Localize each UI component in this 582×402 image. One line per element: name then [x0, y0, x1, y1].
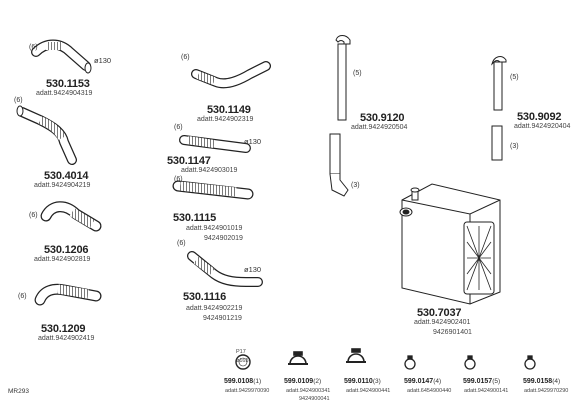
quantity-label: (6): [174, 124, 183, 131]
pipe-530-4014[interactable]: [16, 105, 77, 165]
part-reference: adatt.9424902419: [38, 335, 95, 342]
clamp-599-0108[interactable]: [235, 354, 251, 370]
clamp-part-number: 599.0157(5): [463, 378, 501, 385]
part-reference: adatt.9424901019: [186, 225, 243, 232]
pipe-530-1147[interactable]: [179, 135, 251, 153]
pipe-530-1115[interactable]: [172, 180, 254, 200]
part-number: 530.7037: [417, 307, 462, 319]
part-number: 530.1115: [173, 212, 217, 224]
quantity-label-lower: (3): [351, 182, 360, 189]
part-reference: adatt.9424904319: [36, 90, 93, 97]
quantity-label: (6): [177, 240, 186, 247]
quantity-label: (5): [510, 74, 519, 81]
part-number: 530.1147: [167, 155, 211, 167]
quantity-label: (6): [29, 212, 38, 219]
part-reference: adatt.9424902819: [34, 256, 91, 263]
clamp-599-0147[interactable]: [404, 355, 416, 370]
clamp-reference: adatt.6454900440: [407, 388, 452, 394]
clamp-599-0109[interactable]: [288, 351, 308, 365]
clamp-part-number: 599.0109(2): [284, 378, 322, 385]
quantity-label: (6): [29, 44, 38, 51]
pipe-530-1206[interactable]: [40, 201, 102, 232]
pipe-530-1153[interactable]: [31, 39, 92, 74]
part-reference: adatt.9424904219: [34, 182, 91, 189]
clamp-part-number: 599.0110(3): [344, 378, 381, 385]
clamp-part-number: 599.0108(1): [224, 378, 262, 385]
clamp-reference: adatt.9429970290: [524, 388, 569, 394]
muffler-530-7037[interactable]: [399, 183, 501, 305]
clamp-badge: P17: [236, 349, 246, 355]
quantity-label: (6): [18, 293, 27, 300]
pipe-530-1116[interactable]: [187, 251, 263, 287]
part-number: 530.1116: [183, 291, 227, 303]
part-number: 530.1153: [46, 78, 90, 90]
part-reference: adatt.9424902401: [414, 319, 471, 326]
clamp-part-number: 599.0147(4): [404, 378, 442, 385]
part-number: 530.1209: [41, 323, 86, 335]
clamp-599-0157[interactable]: [464, 355, 476, 370]
clamp-599-0158[interactable]: [524, 355, 536, 370]
part-reference: adatt.9424920504: [351, 124, 408, 131]
quantity-label: (6): [14, 97, 23, 104]
part-reference: adatt.9424902319: [197, 116, 254, 123]
clamp-reference: adatt.9424900341: [286, 388, 331, 394]
quantity-label-lower: (3): [510, 143, 519, 150]
part-number: 530.4014: [44, 170, 89, 182]
clamp-reference: adatt.9424900141: [464, 388, 509, 394]
clamp-reference: adatt.9429970090: [225, 388, 270, 394]
quantity-label: (6): [181, 54, 190, 61]
exhaust-stack-530-9092[interactable]: [491, 56, 507, 161]
part-number: 530.9120: [360, 112, 405, 124]
quantity-label: (5): [353, 70, 362, 77]
part-reference-alt: 9424902019: [204, 235, 243, 242]
part-reference: adatt.9424902219: [186, 305, 243, 312]
part-reference-alt: 9426901401: [433, 329, 472, 336]
diameter-label: ø130: [244, 265, 262, 274]
part-number: 530.9092: [517, 111, 562, 123]
part-number: 530.1206: [44, 244, 89, 256]
diameter-label: ø130: [244, 137, 262, 146]
clamp-reference-alt: 9424900041: [299, 396, 330, 402]
clamp-599-0110[interactable]: [346, 348, 366, 363]
part-reference: adatt.9424903019: [181, 167, 238, 174]
clamp-part-number: 599.0158(4): [523, 378, 561, 385]
part-reference-alt: 9424901219: [203, 315, 242, 322]
quantity-label: (6): [174, 176, 183, 183]
diameter-label: ø130: [94, 56, 112, 65]
pipe-530-1149[interactable]: [191, 61, 271, 89]
part-reference: adatt.9424920404: [514, 123, 571, 130]
diagram-code: MR293: [8, 388, 29, 395]
clamp-reference: adatt.9424900441: [346, 388, 391, 394]
exhaust-stack-530-9120[interactable]: [329, 35, 351, 197]
diameter-label: ø165: [236, 358, 249, 364]
pipe-530-1209[interactable]: [34, 283, 102, 306]
part-number: 530.1149: [207, 104, 251, 116]
